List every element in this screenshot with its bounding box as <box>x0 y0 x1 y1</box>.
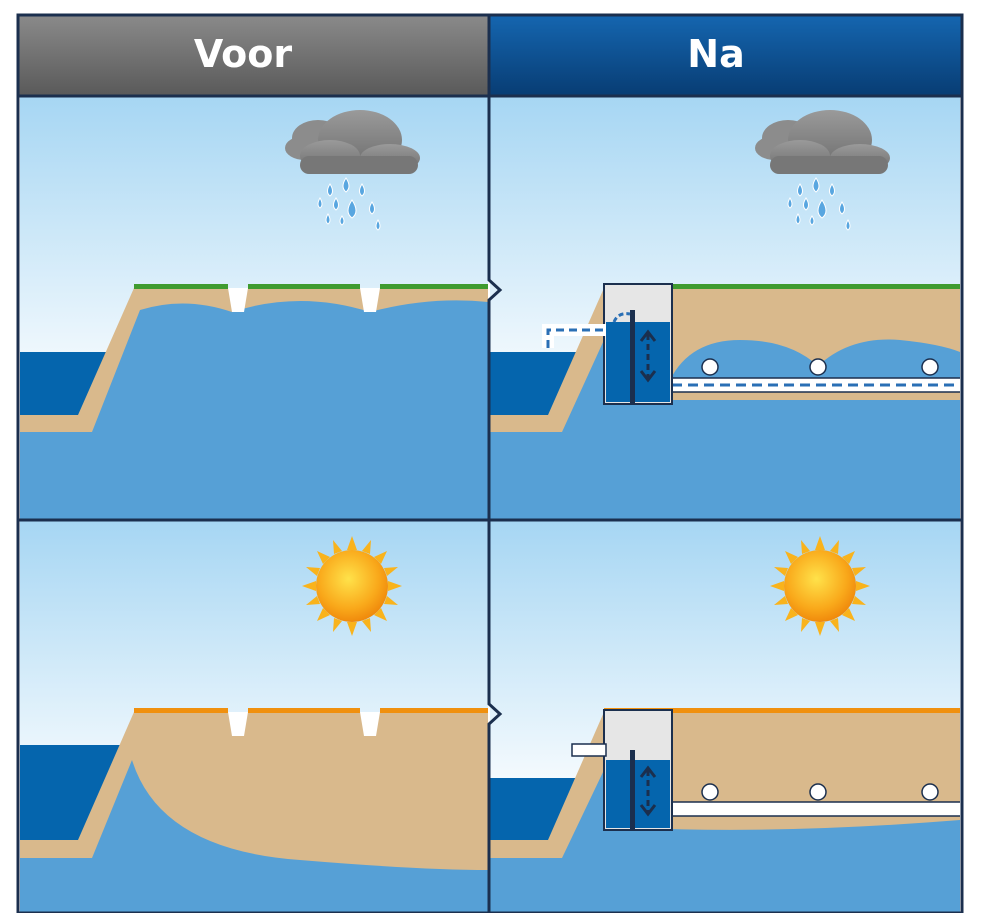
well-water <box>606 760 670 828</box>
dry-surface <box>134 708 488 713</box>
dry-surface <box>604 708 960 713</box>
sun-icon <box>770 536 870 636</box>
groundwater <box>490 770 960 913</box>
drain-valve <box>701 358 719 376</box>
panel-frame <box>16 13 964 913</box>
level-arrow-icon <box>639 329 657 383</box>
drain-valve <box>809 783 827 801</box>
header-after: Na <box>488 15 962 95</box>
ditch <box>360 288 380 312</box>
ditch <box>360 712 380 736</box>
panel-dry-after <box>490 521 960 913</box>
grass-surface <box>604 284 960 289</box>
header-before-label: Voor <box>194 32 293 76</box>
header-before: Voor <box>18 15 488 95</box>
drain-valve <box>701 783 719 801</box>
outlet-pipe <box>571 743 607 757</box>
well-water <box>606 322 670 402</box>
sun-icon <box>302 536 402 636</box>
groundwater <box>490 340 960 519</box>
panel-dry-before <box>20 521 488 913</box>
header-after-label: Na <box>687 32 744 76</box>
groundwater <box>20 300 488 519</box>
drain-pipe <box>669 801 960 817</box>
drain-valve <box>921 358 939 376</box>
grass-surface <box>134 284 488 289</box>
ditch <box>228 288 248 312</box>
panel-wet-before <box>20 96 488 519</box>
level-arrow-icon <box>639 765 657 817</box>
groundwater <box>20 760 488 913</box>
panel-wet-after <box>490 96 960 519</box>
drain-valve <box>921 783 939 801</box>
drain-valve <box>809 358 827 376</box>
ditch <box>228 712 248 736</box>
